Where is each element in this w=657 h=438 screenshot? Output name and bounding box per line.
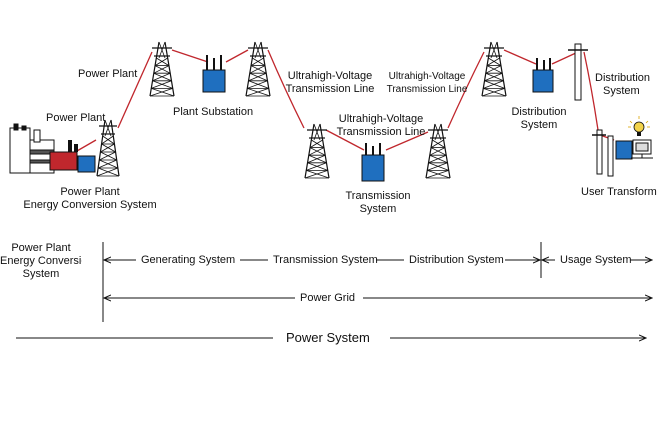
distribution-system-scale-label: Distribution System bbox=[409, 254, 504, 266]
uhv-line-label-a: Ultrahigh-Voltage Transmission Line bbox=[285, 70, 375, 96]
transmission-towers bbox=[96, 41, 507, 179]
distribution-system-right-line1: Distribution bbox=[595, 72, 651, 84]
uhv-line-c-line2: Transmission Line bbox=[336, 126, 426, 138]
generator bbox=[49, 140, 96, 173]
system-scale bbox=[16, 242, 652, 338]
power-plant-ecs-label: Power Plant Energy Conversion System bbox=[15, 186, 165, 212]
transmission-tower bbox=[304, 123, 330, 179]
uhv-line-b-line2: Transmission Line bbox=[386, 84, 468, 95]
power-plant-ecs-line2: Energy Conversion System bbox=[23, 199, 157, 211]
power-plant-label: Power Plant bbox=[78, 68, 138, 80]
scale-left-line1: Power Plant bbox=[11, 242, 71, 254]
light-bulb-icon bbox=[628, 116, 650, 136]
transmission-system-line1: Transmission bbox=[345, 190, 411, 202]
usage-system-label: Usage System bbox=[560, 254, 632, 266]
user-transformer-label: User Transformer bbox=[581, 186, 657, 198]
transmission-tower bbox=[481, 41, 507, 97]
user-house bbox=[631, 139, 653, 159]
transmission-tower bbox=[245, 41, 271, 97]
plant-substation-label: Plant Substation bbox=[173, 106, 254, 118]
power-system-label: Power System bbox=[286, 330, 370, 345]
transmission-system-scale-label: Transmission System bbox=[273, 254, 378, 266]
distribution-system-right-label: Distribution System bbox=[595, 72, 650, 98]
power-grid-label: Power Grid bbox=[300, 292, 356, 304]
distribution-system-right-line2: System bbox=[603, 85, 640, 97]
transmission-system-line2: System bbox=[359, 203, 397, 215]
scale-left-line2: Energy Conversion bbox=[0, 255, 82, 267]
transmission-system-label: Transmission System bbox=[340, 190, 416, 216]
uhv-line-c-line1: Ultrahigh-Voltage bbox=[338, 113, 424, 125]
distribution-pole bbox=[568, 43, 614, 177]
uhv-line-a-line2: Transmission Line bbox=[285, 83, 375, 95]
distribution-system-line2: System bbox=[520, 119, 558, 131]
distribution-system-line1: Distribution bbox=[511, 106, 567, 118]
uhv-line-a-line1: Ultrahigh-Voltage bbox=[287, 70, 373, 82]
power-plant-small-label: Power Plant bbox=[46, 112, 106, 124]
transmission-tower bbox=[96, 119, 120, 177]
transformer-bushings bbox=[206, 55, 551, 155]
transmission-tower bbox=[149, 41, 175, 97]
generating-system-label: Generating System bbox=[141, 254, 236, 266]
distribution-system-label: Distribution System bbox=[502, 106, 576, 132]
uhv-line-label-c: Ultrahigh-Voltage Transmission Line bbox=[334, 113, 428, 139]
uhv-line-label-b: Ultrahigh-Voltage Transmission Line bbox=[381, 70, 473, 96]
scale-left-label: Power Plant Energy Conversion System bbox=[0, 242, 82, 281]
transmission-tower bbox=[425, 123, 451, 179]
power-plant-building bbox=[9, 123, 55, 174]
uhv-line-b-line1: Ultrahigh-Voltage bbox=[388, 71, 466, 82]
power-plant-ecs-line1: Power Plant bbox=[60, 186, 120, 198]
power-lines bbox=[69, 49, 615, 156]
scale-left-line3: System bbox=[22, 268, 60, 280]
